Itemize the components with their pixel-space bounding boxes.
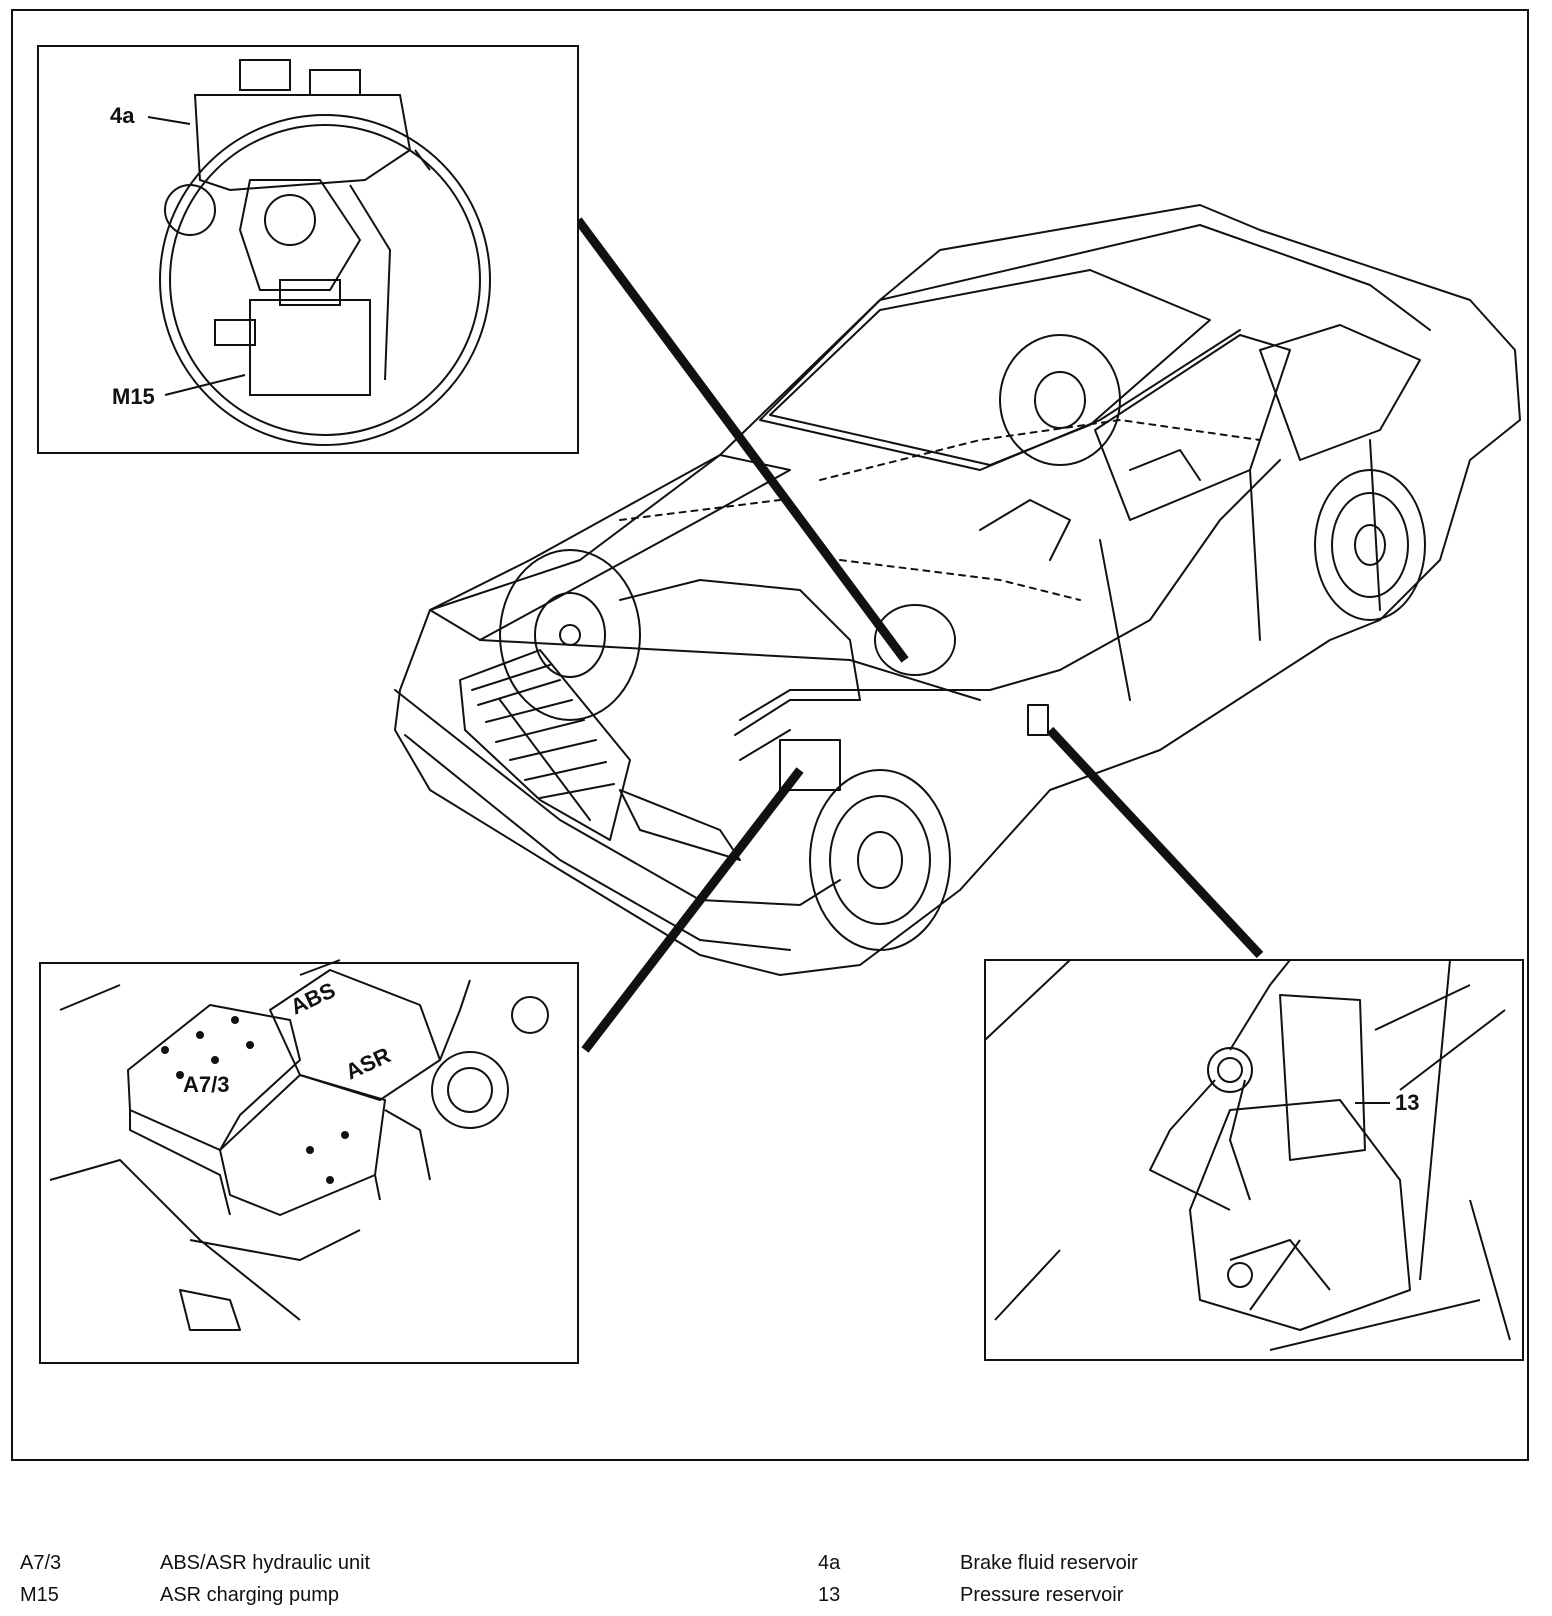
booster-disc — [159, 114, 491, 446]
reservoir-caps — [239, 59, 361, 96]
car-side-window-front — [1094, 334, 1291, 521]
unit-left-block — [127, 1004, 301, 1151]
outer-frame — [11, 9, 1529, 1461]
leader-hydraulic-unit — [581, 767, 804, 1053]
pump-bracket — [238, 179, 362, 291]
leader-pressure-reservoir — [1046, 726, 1264, 959]
leader-reservoir — [574, 217, 909, 663]
reservoir-bracket — [1189, 1099, 1411, 1331]
callout-a7-3: A7/3 — [183, 1072, 229, 1097]
reservoir-body — [193, 94, 412, 192]
car-drawing — [394, 204, 1521, 976]
car-side-window-rear — [1259, 324, 1421, 461]
callout-m15: M15 — [112, 384, 155, 409]
reservoir-pipes — [1149, 959, 1291, 1211]
car-seats — [979, 449, 1201, 561]
front-right-wheel — [809, 769, 951, 951]
leader-lines — [574, 217, 1264, 1053]
callout-13: 13 — [1395, 1090, 1419, 1115]
inset-reservoir: 4a M15 — [37, 45, 579, 454]
car-lower-bumper — [404, 734, 791, 951]
rear-right-wheel — [1314, 469, 1426, 621]
brake-line-dashed — [619, 419, 1261, 601]
car-brake-booster — [874, 604, 956, 676]
car-headlight — [619, 789, 741, 861]
car-hydraulic-pipes — [734, 699, 861, 761]
car-hydraulic-unit — [779, 739, 841, 791]
rear-left-wheel — [999, 334, 1121, 466]
brake-line-front — [619, 579, 861, 701]
inset-pressure-reservoir: 13 — [984, 959, 1524, 1361]
car-hood — [429, 454, 791, 641]
front-left-wheel — [499, 549, 641, 721]
brake-line-main — [739, 459, 1281, 721]
car-grille — [459, 649, 631, 841]
unit-pipes — [49, 979, 471, 1321]
inset-hydraulic-unit: ABS ASR A7/3 — [39, 959, 579, 1364]
car-door-lines — [1099, 439, 1381, 701]
callout-4a: 4a — [110, 103, 135, 128]
pump-body — [249, 299, 371, 396]
car-windshield — [769, 269, 1211, 466]
car-front-bumper — [394, 689, 841, 906]
car-roof — [759, 224, 1431, 471]
car-pressure-reservoir — [1027, 704, 1049, 736]
